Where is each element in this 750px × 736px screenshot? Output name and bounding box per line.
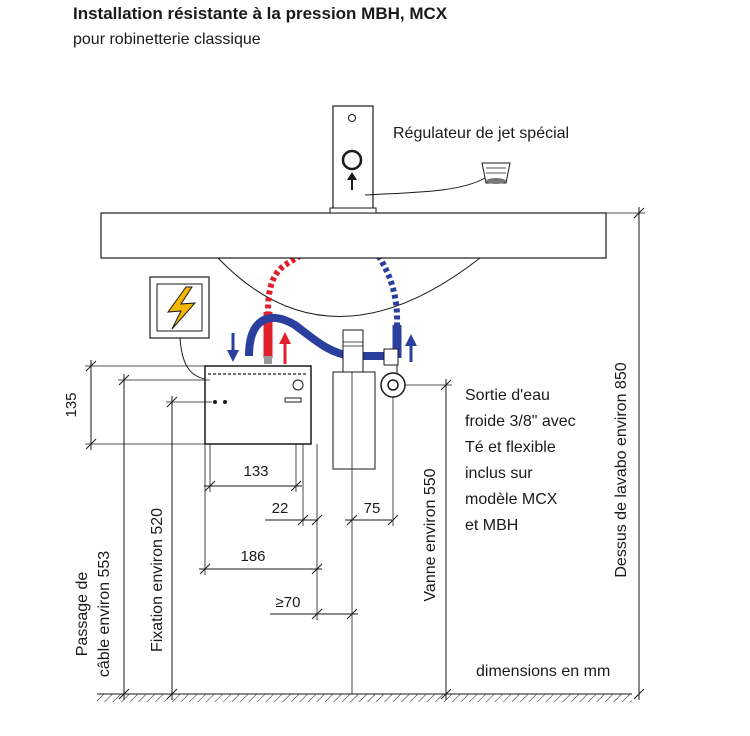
electrical-box: [149, 276, 210, 339]
faucet: [329, 105, 377, 214]
sortie-line: Té et flexible: [465, 439, 556, 456]
dim-133: [204, 444, 302, 492]
water-heater-unit: [204, 365, 312, 445]
page-title: Installation résistante à la pression MB…: [73, 4, 448, 23]
dim-vanne: [405, 379, 452, 700]
shutoff-valve-icon: [380, 365, 406, 398]
units-label: dimensions en mm: [476, 663, 610, 680]
dim-186-label: 186: [240, 548, 265, 565]
basin-bowl: [217, 257, 481, 317]
sortie-line: Sortie d'eau: [465, 387, 550, 404]
dim-fixation: [166, 396, 212, 700]
regulator-pointer: [364, 177, 486, 196]
vanne-label: Vanne environ 550: [422, 468, 439, 601]
floor: [97, 693, 632, 702]
page-subtitle: pour robinetterie classique: [73, 31, 261, 48]
dim-75: [345, 372, 399, 694]
aerator-icon: [481, 162, 511, 184]
dim-22: [265, 444, 323, 526]
passage-label-line1: Passage de: [74, 572, 91, 657]
fixation-label: Fixation environ 520: [149, 508, 166, 652]
hot-flow-up-arrow: [279, 332, 291, 364]
dessus-label: Dessus de lavabo environ 850: [613, 362, 630, 577]
dim-133-label: 133: [243, 463, 268, 480]
cold-outlet-up-arrow: [405, 334, 417, 362]
sortie-line: inclus sur: [465, 465, 533, 482]
dim-135: [85, 360, 205, 450]
regulateur-label: Régulateur de jet spécial: [393, 125, 569, 142]
dim-70-label: ≥70: [276, 594, 301, 611]
dim-70: [270, 444, 358, 620]
sortie-line: froide 3/8" avec: [465, 413, 576, 430]
sortie-line: modèle MCX: [465, 491, 558, 508]
cold-flow-down-arrow: [227, 333, 239, 362]
countertop: [100, 212, 607, 259]
dim-186: [199, 444, 323, 575]
lightning-bolt-icon: [166, 286, 197, 330]
cold-water-pipe: [245, 217, 402, 366]
dim-135-label: 135: [63, 392, 80, 417]
dim-22-label: 22: [272, 500, 289, 517]
passage-label-line2: câble environ 553: [96, 551, 113, 677]
dim-75-label: 75: [364, 500, 381, 517]
drain-trap: [332, 329, 376, 470]
sortie-line: et MBH: [465, 517, 518, 534]
dim-dessus: [606, 207, 645, 700]
dim-passage-cable: [118, 374, 210, 700]
sortie-label: Sortie d'eau froide 3/8" avec Té et flex…: [465, 387, 576, 534]
